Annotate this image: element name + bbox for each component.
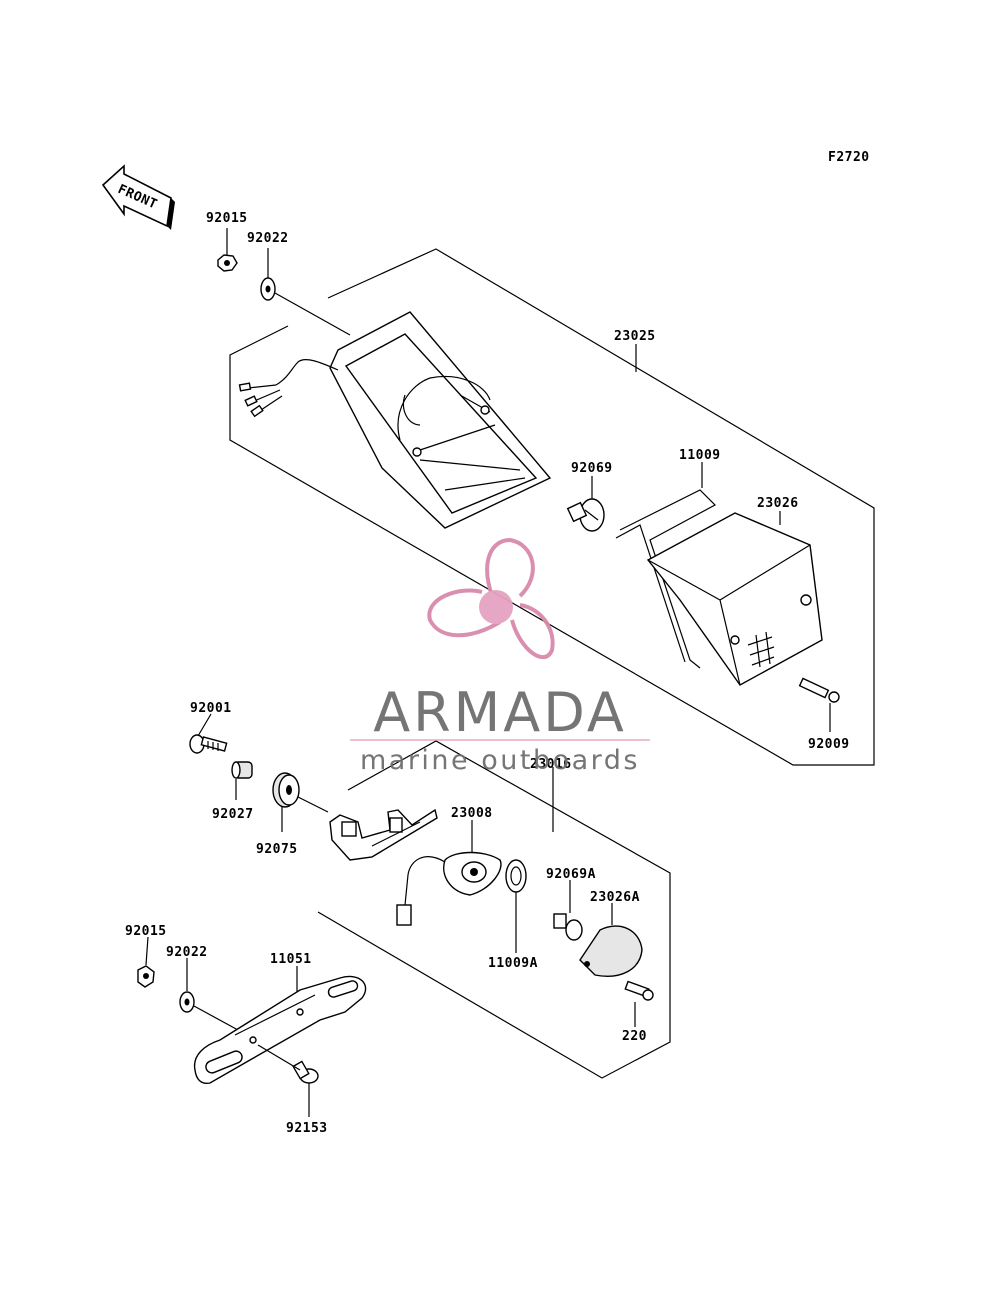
callout-92022: 92022	[247, 231, 289, 246]
lamp-bracket	[329, 808, 438, 861]
front-arrow-icon: FRONT	[101, 164, 175, 230]
callout-11051: 11051	[270, 952, 312, 967]
callout-23008: 23008	[451, 806, 493, 821]
figure-code: F2720	[828, 150, 870, 165]
callout-92001: 92001	[190, 701, 232, 716]
bulb-92069A-icon	[553, 913, 583, 941]
mount-bracket-group: 92015 92022 11051 92153	[125, 924, 367, 1136]
license-lamp-assembly-group: 92001 92027 92075 23016 23008 92069A 230…	[189, 701, 671, 1079]
collar-92027-icon	[231, 761, 253, 779]
lamp-housing	[329, 311, 552, 529]
callout-23025: 23025	[614, 329, 656, 344]
watermark-tagline: marine outboards	[360, 745, 640, 776]
tail-lamp-assembly-group: 92015 92022 23025 92069 11009 23026 9200…	[206, 211, 875, 766]
callout-92015-b: 92015	[125, 924, 167, 939]
lens-23026-icon	[646, 512, 823, 686]
callout-92075: 92075	[256, 842, 298, 857]
bolt-92001-icon	[189, 734, 228, 754]
watermark-brand: ARMADA	[373, 681, 627, 744]
callout-23016: 23016	[530, 757, 572, 772]
lamp-housing-23008-icon	[443, 851, 502, 896]
propeller-hub-icon	[479, 590, 513, 624]
watermark: ARMADA marine outboards	[350, 537, 650, 776]
callout-92153: 92153	[286, 1121, 328, 1136]
propeller-logo-icon	[427, 537, 555, 660]
bulb-92069-icon	[566, 498, 605, 532]
callout-23026: 23026	[757, 496, 799, 511]
lens-23026A-icon	[579, 925, 643, 977]
screw-220-icon	[624, 980, 654, 1001]
callout-92015: 92015	[206, 211, 248, 226]
callout-23026A: 23026A	[590, 890, 640, 905]
gasket-11009-icon	[619, 489, 716, 669]
callout-92069: 92069	[571, 461, 613, 476]
callout-92069A: 92069A	[546, 867, 596, 882]
callout-92022-b: 92022	[166, 945, 208, 960]
connector-icon	[396, 904, 412, 926]
group-outline	[229, 248, 875, 766]
callout-11009: 11009	[679, 448, 721, 463]
callout-92027: 92027	[212, 807, 254, 822]
grommet-92075-icon	[272, 772, 300, 808]
callout-11009A: 11009A	[488, 956, 538, 971]
screw-92153-icon	[292, 1060, 319, 1084]
screw-92009-icon	[798, 677, 840, 703]
callout-220: 220	[622, 1029, 647, 1044]
wire-harness	[238, 358, 339, 418]
callout-92009: 92009	[808, 737, 850, 752]
group-outline-2	[317, 740, 671, 1079]
